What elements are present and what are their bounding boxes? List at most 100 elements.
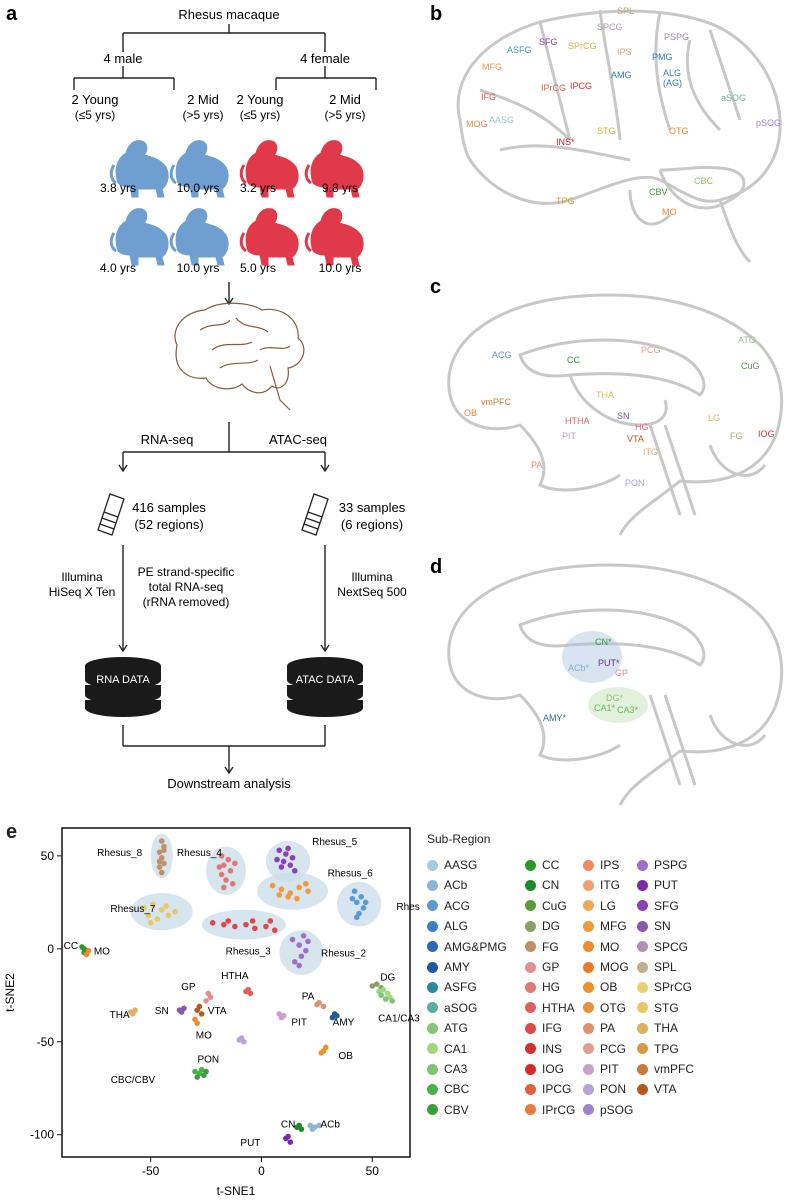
point-rhesus-3-7 (271, 927, 278, 934)
legend-swatch (637, 1083, 648, 1095)
region-ipcg: IPCG (570, 81, 593, 91)
legend-label: PUT (654, 878, 678, 893)
region-dg: DG* (606, 693, 624, 703)
legend-title: Sub-Region (427, 832, 491, 846)
legend-swatch (525, 1104, 536, 1116)
point-rhesus-6-8 (276, 892, 283, 898)
legend-item: HG (525, 980, 560, 994)
legend-item: OB (583, 980, 617, 994)
point-amy-2 (329, 1014, 336, 1021)
legend-label: IPrCG (542, 1102, 576, 1117)
legend-swatch (583, 1043, 594, 1055)
cluster-label: Rhesus_5 (312, 837, 357, 848)
point-rhesus-5-5 (287, 862, 294, 868)
region-amg: AMG (611, 70, 632, 80)
legend-item: MO (583, 940, 619, 954)
legend-label: SN (654, 919, 671, 934)
legend-swatch (427, 981, 438, 993)
group-2-sub: (>5 yrs) (182, 108, 223, 122)
point-rhesus-2-8 (300, 933, 307, 939)
monkey-male-young-2-icon (109, 207, 170, 267)
region-mfg: MFG (482, 62, 502, 72)
atac-samples: 33 samples (339, 500, 406, 515)
region-fg: FG (730, 431, 743, 441)
legend-item: VTA (637, 1082, 676, 1096)
cluster-label: PA (302, 991, 315, 1002)
point-rhesus-2-5 (291, 959, 298, 965)
legend-swatch (427, 941, 438, 953)
region-pa: PA (531, 460, 543, 470)
panel-b-label: b (430, 3, 442, 25)
panel-d-label: d (430, 556, 442, 578)
region-amy: AMY* (543, 713, 567, 723)
region-vta: VTA (627, 434, 644, 444)
legend-item: IPrCG (525, 1103, 575, 1117)
region-otg: OTG (669, 126, 689, 136)
legend-item: AMY (427, 960, 470, 974)
point-rhesus-5-7 (291, 867, 298, 874)
region-put: PUT* (598, 658, 620, 668)
point-rhesus-3-2 (221, 921, 227, 928)
legend-swatch (525, 941, 536, 953)
point-cn-3 (296, 1122, 302, 1129)
male-label: 4 male (103, 51, 142, 66)
point-rhesus-8-7 (158, 869, 165, 876)
downstream-label: Downstream analysis (167, 776, 291, 791)
region-itg: ITG (643, 447, 658, 457)
point-rhesus-6-7 (294, 895, 300, 902)
point-rhesus-3-6 (263, 923, 269, 930)
cluster-label: AMY (333, 1017, 355, 1028)
legend-swatch (637, 981, 648, 993)
point-rhesus-5-9 (274, 856, 280, 863)
legend-label: SPL (654, 960, 677, 974)
point-pa-3 (314, 1001, 320, 1008)
x-tick-label: 0 (258, 1164, 265, 1178)
legend-item: IPCG (525, 1082, 571, 1096)
illumina-right-2: NextSeq 500 (337, 585, 407, 599)
region-mo-b: MO (662, 207, 677, 217)
legend-label: ITG (600, 878, 620, 893)
illumina-left-2: HiSeq X Ten (49, 585, 116, 599)
legend-label: HG (542, 980, 560, 995)
panel-c: c (430, 276, 784, 536)
legend-label: OTG (600, 1000, 626, 1015)
legend-swatch (637, 1063, 648, 1075)
legend-swatch (637, 859, 648, 871)
legend-label: IPCG (542, 1082, 572, 1097)
point-acb-3 (316, 1122, 322, 1129)
point-vta-2 (196, 1003, 203, 1010)
monkey-male-mid-2-icon (169, 207, 230, 267)
panel-d-labels: CN* PUT* ACb* GP DG* CA1* CA3* AMY* (420, 545, 789, 810)
panel-b: b (430, 3, 782, 264)
cluster-label: OB (338, 1051, 353, 1062)
cluster-label: THA (110, 1010, 130, 1021)
rna-samples: 416 samples (132, 500, 206, 515)
point-rhesus-6-4 (296, 884, 302, 891)
cluster-label: PUT (240, 1138, 260, 1149)
cluster-label: Rhesus_1 (396, 902, 420, 913)
legend-swatch (427, 1002, 438, 1014)
point-rhesus-2-4 (298, 953, 305, 960)
legend-swatch (427, 1104, 438, 1116)
legend-label: CC (542, 858, 560, 872)
point-rhesus-1-8 (354, 914, 360, 921)
legend-item: DG (525, 919, 560, 933)
y-tick-label: -50 (37, 1035, 55, 1049)
legend-swatch (583, 981, 594, 993)
pe-line-2: total RNA-seq (149, 580, 224, 594)
region-iprcg: IPrCG (541, 83, 567, 93)
cluster-label: CBC/CBV (111, 1075, 156, 1086)
region-alg: ALG (663, 68, 682, 78)
legend-label: CN (542, 878, 560, 893)
age-2-3: 5.0 yrs (240, 261, 276, 275)
legend-item: aSOG (427, 1001, 477, 1015)
region-cn: CN* (595, 637, 612, 647)
legend-swatch (583, 1083, 594, 1095)
point-cbc-1 (192, 1068, 198, 1075)
region-gp: GP (615, 668, 629, 678)
cluster-label: CN (281, 1120, 295, 1131)
legend-item: AMG&PMG (427, 940, 507, 954)
point-rhesus-7-6 (145, 912, 152, 919)
legend-label: SFG (654, 898, 679, 913)
legend-swatch (637, 1043, 648, 1055)
